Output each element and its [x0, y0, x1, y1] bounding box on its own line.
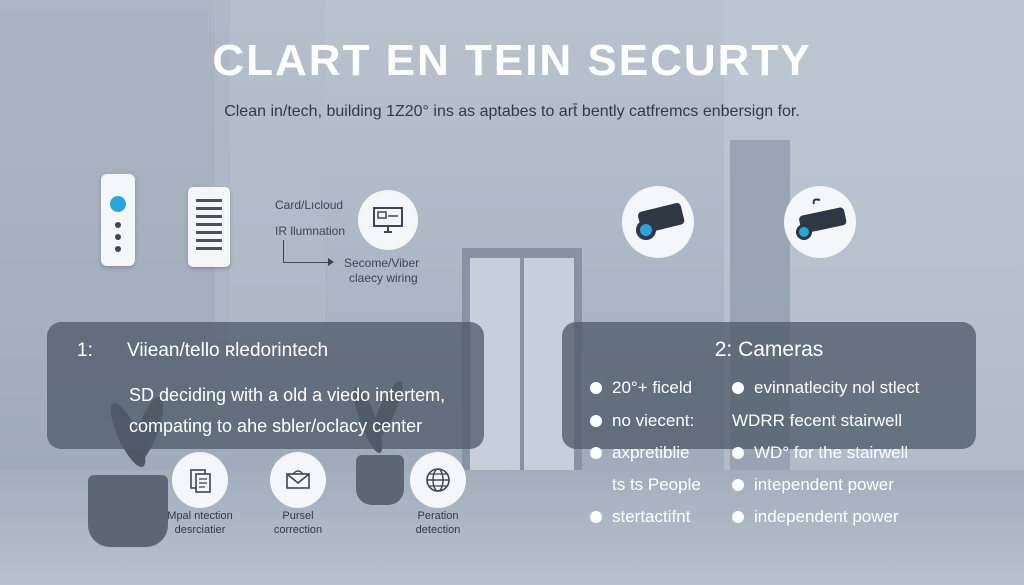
- arrow-right-icon: [328, 258, 334, 266]
- page-title: CLART EN TEIN SECURTY: [212, 36, 812, 85]
- bullet-icon: [732, 447, 744, 459]
- panel-heading: Viiean/tello ʀledorintech: [127, 340, 329, 361]
- bullet-item: WDRR fecent stairwell: [732, 411, 903, 430]
- bullet-icon: [732, 479, 744, 491]
- camera-icon: [784, 186, 856, 258]
- page-subtitle: Clean in/tech, building 1Z20° ins as apt…: [224, 103, 800, 120]
- bullet-icon: [590, 415, 602, 427]
- intercom-panel: 1: Viiean/tello ʀledorintech SD deciding…: [47, 322, 484, 449]
- mail-icon: [270, 452, 326, 508]
- bullet-item: WD° for the stairwell: [732, 443, 908, 463]
- intercom-panel-icon: [188, 187, 230, 267]
- flow-label-mid: IR llumnation: [275, 224, 346, 238]
- bullet-item: no viecent:: [590, 411, 694, 431]
- flow-label-bottom-2: claecy wiring: [349, 271, 418, 285]
- bullet-item: intependent power: [732, 475, 894, 495]
- flow-label-bottom: Secome/Viber: [344, 256, 420, 270]
- bullet-icon: [732, 382, 744, 394]
- bullet-item: 20°+ ficeld: [590, 378, 692, 398]
- bullet-item: evinnatlecity nol stlect: [732, 378, 919, 398]
- bullet-icon: [590, 447, 602, 459]
- bullet-icon: [590, 382, 602, 394]
- intercom-keypad-icon: [101, 174, 135, 266]
- bullet-icon: [732, 511, 744, 523]
- monitor-icon: [358, 190, 418, 250]
- plant-pot: [356, 455, 404, 505]
- globe-icon: [410, 452, 466, 508]
- plant-pot: [88, 475, 168, 547]
- bullet-item: stertactifnt: [590, 507, 690, 527]
- bullet-item: ts ts People: [612, 475, 701, 494]
- bullet-item: axpretiblie: [590, 443, 690, 463]
- flow-connector: [283, 262, 331, 263]
- flow-connector: [283, 240, 284, 262]
- panel-description: SD deciding with a old a viedo intertem,…: [129, 385, 446, 436]
- bullet-icon: [590, 511, 602, 523]
- cameras-panel: 2: Cameras: [562, 322, 976, 449]
- camera-icon: [622, 186, 694, 258]
- panel-heading: 2: Cameras: [714, 338, 824, 361]
- document-icon: [172, 452, 228, 508]
- bullet-item: independent power: [732, 507, 899, 527]
- panel-number: 1:: [77, 340, 93, 361]
- flow-label-top: Card/Lıcloud: [275, 198, 344, 212]
